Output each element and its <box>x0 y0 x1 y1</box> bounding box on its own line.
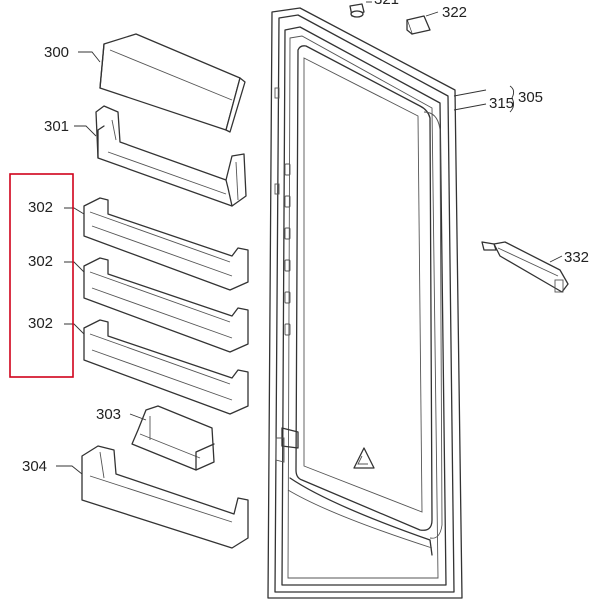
part-labels: 300 301 302 302 302 303 304 305 315 321 … <box>22 0 589 475</box>
door-shelf-clips <box>274 87 291 336</box>
part-300-lid <box>99 33 246 133</box>
highlight-box-302 <box>9 173 74 378</box>
part-301-shelf <box>95 105 247 207</box>
label-301: 301 <box>44 118 69 135</box>
part-322-cap <box>406 11 439 35</box>
label-321: 321 <box>374 0 399 8</box>
label-303: 303 <box>96 406 121 423</box>
leader-lines <box>56 51 515 475</box>
label-302-b: 302 <box>28 253 53 270</box>
part-332-bracket <box>481 241 569 293</box>
label-305: 305 <box>518 89 543 106</box>
part-302-bin-b <box>83 257 249 353</box>
label-300: 300 <box>44 44 69 61</box>
part-303-egg-box <box>131 405 215 471</box>
label-322: 322 <box>442 4 467 21</box>
label-304: 304 <box>22 458 47 475</box>
label-332: 332 <box>564 249 589 266</box>
door-assembly <box>267 7 463 599</box>
label-302-a: 302 <box>28 199 53 216</box>
part-321-pin <box>349 1 372 18</box>
recycling-symbol-icon <box>353 447 375 469</box>
part-302-bin-a <box>83 197 249 291</box>
label-302-c: 302 <box>28 315 53 332</box>
part-304-bottom-bin <box>81 445 249 549</box>
part-302-bin-c <box>83 319 249 415</box>
label-315: 315 <box>489 95 514 112</box>
